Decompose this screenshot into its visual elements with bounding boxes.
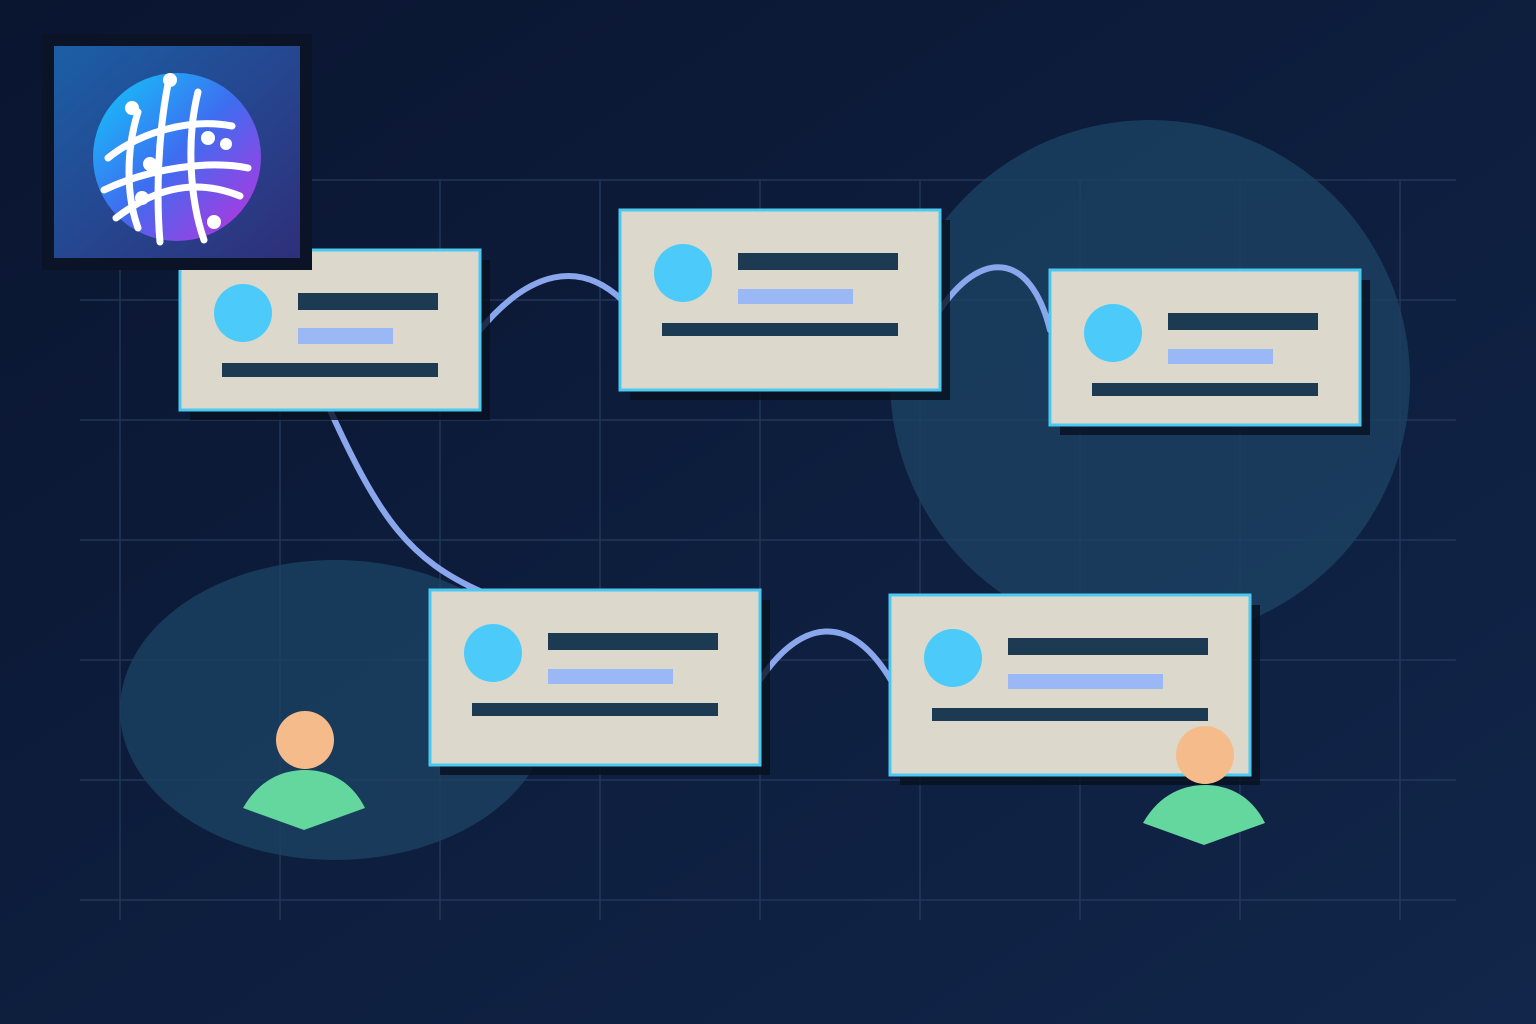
card-title-bar [738,253,898,270]
card-border [888,593,1252,777]
card-subtitle-bar [298,328,393,344]
card-text-bar [932,708,1208,721]
person-body [1143,785,1265,845]
person-icon [243,711,365,830]
card-title-bar [1168,313,1318,330]
card-title-bar [548,633,718,650]
node-card-5 [888,593,1260,785]
logo-dots [125,73,232,229]
person-body [243,770,365,830]
node-card-4 [428,588,770,775]
avatar-circle-icon [924,629,982,687]
connectors [327,264,1053,685]
avatar-circle-icon [1084,304,1142,362]
card-border [618,208,942,392]
card-subtitle-bar [548,669,673,684]
card-border [428,588,762,767]
card-title-bar [298,293,438,310]
node-card-1 [178,248,490,420]
card-subtitle-bar [1008,674,1163,689]
person-head [1176,726,1234,784]
card-subtitle-bar [738,289,853,304]
card-border [1048,268,1362,427]
node-card-2 [618,208,950,400]
avatar-circle-icon [464,624,522,682]
node-card-3 [1048,268,1370,435]
card-text-bar [472,703,718,716]
globe-network-icon [42,34,312,270]
card-title-bar [1008,638,1208,655]
connector-card1-card2 [477,273,625,333]
avatar-circle-icon [654,244,712,302]
person-head [276,711,334,769]
avatar-circle-icon [214,284,272,342]
logo-mark [100,80,252,246]
connector-card2-card3 [937,264,1053,333]
card-text-bar [1092,383,1318,396]
card-text-bar [222,363,438,377]
connector-card1-card4 [327,407,485,595]
connector-card4-card5 [757,628,895,685]
card-subtitle-bar [1168,349,1273,364]
person-icon [1143,726,1265,845]
card-border [178,248,482,412]
card-text-bar [662,323,898,336]
